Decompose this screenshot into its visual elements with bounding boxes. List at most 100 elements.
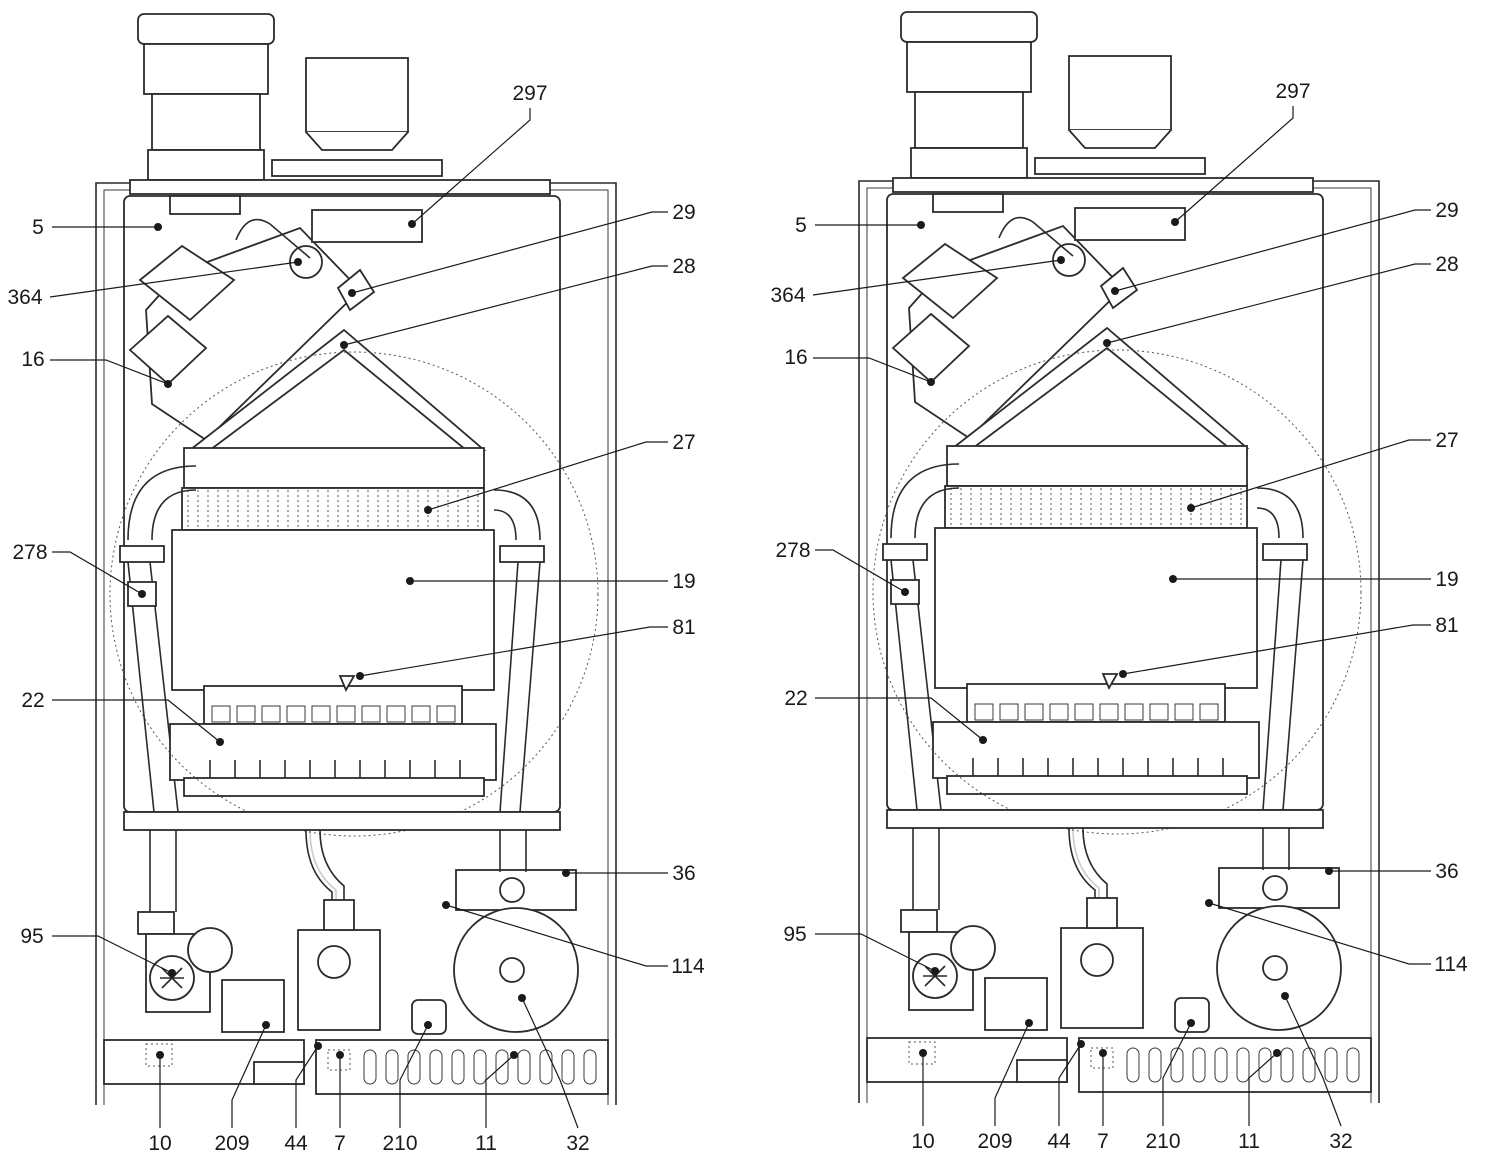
flue-collar	[143, 43, 269, 95]
pipe-left-bend	[151, 489, 197, 541]
leader-29	[1114, 209, 1431, 292]
leader-dot-19	[1169, 575, 1177, 583]
leader-278	[52, 551, 143, 595]
leader-297	[411, 108, 531, 225]
burner-port	[1199, 703, 1219, 721]
leader-dot-278	[138, 590, 146, 598]
vent-slot	[1280, 1047, 1294, 1083]
exchanger-top	[946, 445, 1248, 487]
vent-slot	[1346, 1047, 1360, 1083]
leader-dot-5	[917, 221, 925, 229]
exchanger-fins	[181, 487, 485, 531]
burner-port	[436, 705, 456, 723]
leader-dot-19	[406, 577, 414, 585]
air-inlet-pipe	[1068, 55, 1172, 131]
sensor-364	[289, 245, 323, 279]
burner-port	[411, 705, 431, 723]
fan-motor	[891, 312, 971, 384]
air-inlet-reducer	[1068, 129, 1172, 149]
burner-top	[966, 683, 1226, 723]
leader-81	[359, 626, 668, 677]
burner-port	[311, 705, 331, 723]
gear-cross	[923, 965, 947, 987]
callout-95: 95	[783, 923, 806, 946]
leader-28	[1106, 263, 1431, 344]
pipe-right-down	[1262, 559, 1304, 811]
callout-10: 10	[148, 1132, 171, 1155]
callout-32: 32	[566, 1132, 589, 1155]
callout-28: 28	[1435, 253, 1458, 276]
callout-278: 278	[775, 539, 810, 562]
burner-base	[946, 775, 1248, 795]
pipe-clip-right	[1262, 543, 1308, 561]
leader-11	[485, 1054, 515, 1128]
burner-port	[211, 705, 231, 723]
port-7	[1090, 1047, 1114, 1069]
callout-27: 27	[1435, 429, 1458, 452]
leader-114	[1208, 902, 1431, 965]
burner-port	[236, 705, 256, 723]
callout-36: 36	[1435, 860, 1458, 883]
pipe-left-outer	[890, 463, 960, 539]
callout-297: 297	[1275, 80, 1310, 103]
burner-port	[386, 705, 406, 723]
leader-dot-29	[348, 289, 356, 297]
callout-11: 11	[1238, 1130, 1260, 1153]
vent-slot	[407, 1049, 421, 1085]
vent-slot	[1170, 1047, 1184, 1083]
leader-44	[1058, 1043, 1082, 1126]
burner-port	[974, 703, 994, 721]
flue-base	[147, 149, 265, 181]
top-rail	[129, 179, 551, 195]
relief-210	[1174, 997, 1210, 1033]
leader-dot-10	[919, 1049, 927, 1057]
leader-dot-27	[424, 506, 432, 514]
burner-port	[1174, 703, 1194, 721]
pressure-209	[221, 979, 285, 1033]
leader-dot-114	[442, 901, 450, 909]
pipe-clip-left	[119, 545, 165, 563]
leader-dot-11	[510, 1051, 518, 1059]
leader-278	[815, 549, 906, 593]
pipe-right-bend	[493, 489, 541, 541]
callout-5: 5	[32, 216, 44, 239]
leader-16	[50, 359, 169, 385]
callout-10: 10	[911, 1130, 934, 1153]
leader-dot-297	[1171, 218, 1179, 226]
air-inlet-pipe	[305, 57, 409, 133]
sensor-10	[908, 1041, 936, 1065]
callout-29: 29	[1435, 199, 1458, 222]
burner-manifold	[932, 721, 1260, 779]
gas-pipe-outline	[1068, 827, 1108, 910]
flue-pipe	[914, 91, 1024, 149]
vent-slot	[495, 1049, 509, 1085]
electrode-29	[1099, 266, 1139, 310]
gas-pipe	[1072, 827, 1100, 910]
burner-port	[286, 705, 306, 723]
gas-valve-knob	[1080, 943, 1114, 977]
pump-screw	[1262, 875, 1288, 901]
gas-inlet-nut	[323, 899, 355, 931]
vent-slot	[1258, 1047, 1272, 1083]
air-inlet-plate	[1034, 157, 1206, 175]
port-7	[327, 1049, 351, 1071]
flue-collar	[906, 41, 1032, 93]
hose-connector	[998, 216, 1074, 257]
leader-dot-7	[1099, 1049, 1107, 1057]
leader-dot-36	[562, 869, 570, 877]
electrode-81	[1101, 673, 1119, 691]
vent-slot	[1126, 1047, 1140, 1083]
vent-slot	[1192, 1047, 1206, 1083]
vent-slot	[429, 1049, 443, 1085]
leader-364	[812, 259, 1062, 296]
leader-dot-16	[927, 378, 935, 386]
lower-rail	[123, 811, 561, 831]
vent-slot	[1148, 1047, 1162, 1083]
leader-dot-32	[518, 994, 526, 1002]
callout-27: 27	[672, 431, 695, 454]
leader-dot-16	[164, 380, 172, 388]
pipe-clip-right	[499, 545, 545, 563]
leader-dot-210	[1187, 1019, 1195, 1027]
cold-pipe	[149, 830, 177, 912]
